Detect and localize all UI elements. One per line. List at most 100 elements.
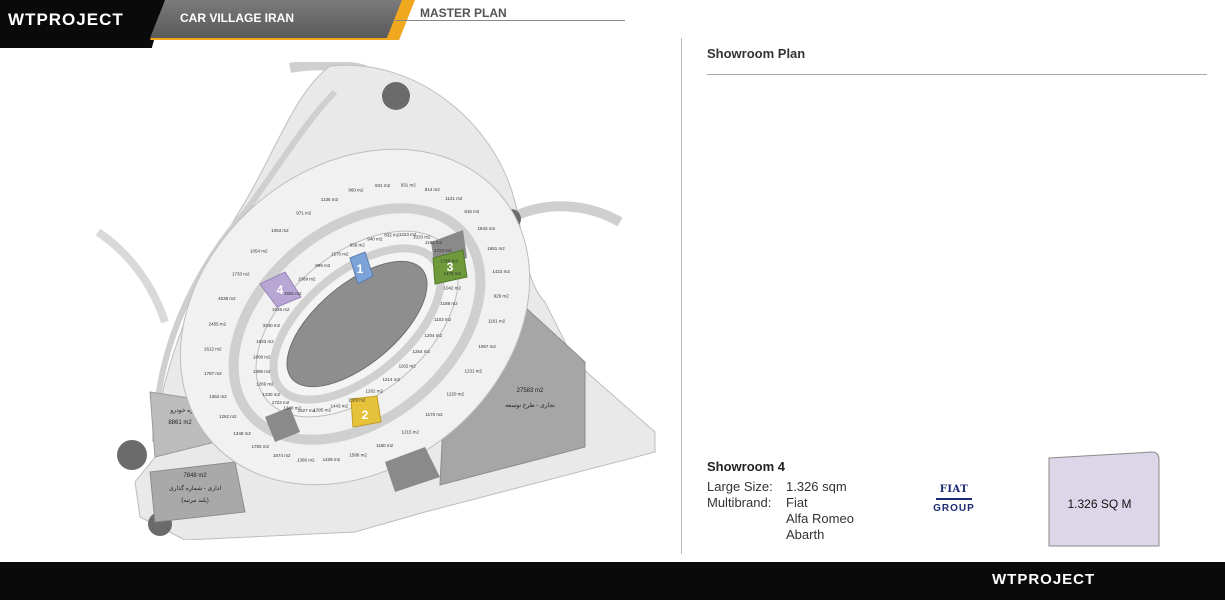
master-plan-svg[interactable]: 27583 m2 تجاری - طرح توسعه موزه خودرو 88…: [95, 60, 665, 541]
master-plan-map[interactable]: 27583 m2 تجاری - طرح توسعه موزه خودرو 88…: [95, 60, 665, 541]
connector-south: [385, 447, 440, 492]
showroom-zone-2[interactable]: [350, 395, 382, 428]
connector-southwest: [265, 407, 300, 442]
footer-brand-prefix: WT: [992, 571, 1018, 588]
brand-value-3: Abarth: [786, 527, 825, 542]
plot-area-label: 1223 m2: [399, 232, 417, 237]
plot-area-label: 1476 m2: [444, 271, 462, 276]
detail-row-brand-3: Abarth: [707, 527, 854, 543]
plot-area-label: 1366 m2: [297, 458, 315, 463]
detail-row-size: Large Size: 1.326 sqm: [707, 479, 854, 495]
road-east: [510, 201, 623, 227]
plot-area-label: 1054 m2: [250, 249, 268, 254]
showroom-zone-4-label: 4: [277, 283, 284, 297]
plot-area-label: 1220 m2: [447, 392, 465, 397]
showroom-plan-title: Showroom Plan: [707, 46, 806, 61]
plot-area-label: 1586 m2: [349, 452, 367, 457]
plot-area-label: 832 m2: [384, 233, 400, 238]
empty-label-3: [707, 527, 786, 543]
plot-area-label: 1214 m2: [383, 377, 401, 382]
project-tab[interactable]: CAR VILLAGE IRAN: [150, 0, 402, 38]
plot-area-label: 2455 m2: [209, 321, 227, 326]
roundabout-north: [382, 82, 410, 110]
plot-area-label: 1162 m2: [399, 364, 417, 369]
size-card-shape: [1048, 451, 1160, 547]
plot-area-label: 899 m2: [315, 263, 331, 268]
plot-area-label: 971 m2: [296, 211, 312, 216]
fiat-group-logo: FIAT GROUP: [928, 484, 980, 520]
plot-area-label: 1787 m2: [204, 371, 222, 376]
section-tab-master-plan[interactable]: MASTER PLAN: [420, 6, 507, 20]
brand-suffix: PROJECT: [36, 10, 124, 29]
showroom-zone-3-label: 3: [447, 260, 454, 274]
plot-area-label: 1423 m2: [492, 269, 510, 274]
size-card-label: 1.326 SQ M: [1067, 497, 1132, 511]
plot-area-label: 1330 m2: [262, 392, 280, 397]
plot-area-label: 1783 m2: [251, 444, 269, 449]
brand-logo-bottom: WTPROJECT: [992, 571, 1095, 588]
plot-area-label: 1570 m2: [331, 252, 349, 257]
showroom-zone-1-label: 1: [357, 262, 364, 276]
plot-area-label: 841 m2: [375, 183, 391, 188]
project-title: CAR VILLAGE IRAN: [180, 11, 294, 25]
plot-area-label: 1204 m2: [424, 333, 442, 338]
plot-area-label: 1103 m2: [434, 317, 452, 322]
showroom-title: Showroom 4: [707, 459, 786, 474]
brand-value-1: Fiat: [786, 495, 808, 510]
showroom-zone-1[interactable]: [349, 251, 374, 285]
office-name-label: اداری - شماره گذاری: [169, 484, 222, 492]
plot-area-label: 1215 m2: [402, 429, 420, 434]
ring-road: [228, 203, 486, 445]
office-area-label: 7848 m2: [183, 473, 207, 479]
multibrand-label: Multibrand:: [707, 495, 772, 510]
plot-area-label: 1262 m2: [219, 414, 237, 419]
plot-area-label: 1808 m2: [253, 355, 271, 360]
footer-brand-suffix: PROJECT: [1017, 571, 1096, 588]
logo-top-text: FIAT: [939, 484, 969, 495]
plot-area-label: 1305 m2: [313, 407, 331, 412]
museum-name-label: موزه خودرو: [169, 408, 199, 414]
commercial-area-label: 27583 m2: [517, 388, 544, 394]
office-parcel[interactable]: [149, 461, 246, 523]
plot-area-label: 959 m2: [350, 243, 366, 248]
section-underline: [395, 20, 625, 21]
empty-label-2: [707, 511, 786, 527]
plot-area-label: 940 m2: [367, 236, 383, 241]
plot-area-label: 1089 m2: [298, 276, 316, 281]
plot-area-label: 814 m2: [425, 187, 441, 192]
plot-area-label: 1121 m2: [445, 196, 463, 201]
plot-area-label: 1395 m2: [253, 369, 271, 374]
plot-area-label: 960 m2: [348, 188, 364, 193]
plot-area-label: 1733 m2: [232, 271, 250, 276]
plot-area-label: 1180 m2: [376, 443, 394, 448]
central-core[interactable]: [266, 239, 448, 410]
plot-area-label: 1188 m2: [440, 301, 458, 306]
plot-area-label: 1348 m2: [284, 405, 302, 410]
brand-name-top: WTPROJECT: [8, 10, 124, 30]
showroom-zone-2-label: 2: [362, 408, 369, 422]
plan-title-rule: [707, 74, 1207, 75]
plot-area-label: 1135 m2: [321, 197, 339, 202]
plot-area-label: 931 m2: [401, 183, 417, 188]
showroom-zone-3[interactable]: [432, 249, 468, 285]
plot-area-label: 929 m2: [494, 293, 510, 298]
showroom-zone-4[interactable]: [259, 271, 302, 308]
footer-bar: WTPROJECT: [0, 562, 1225, 600]
office-sub-label: (بلند مرتبه): [181, 497, 209, 504]
plot-area-label: 1042 m2: [444, 285, 462, 290]
commercial-name-label: تجاری - طرح توسعه: [505, 402, 555, 409]
plot-area-label: 4538 m2: [218, 296, 236, 301]
plot-area-label: 1161 m2: [488, 319, 506, 324]
size-label: Large Size:: [707, 479, 773, 494]
showroom-size-card[interactable]: 1.326 SQ M: [1047, 450, 1160, 547]
plot-area-label: 1033 m2: [413, 235, 431, 240]
detail-row-brand-2: Alfa Romeo: [707, 511, 854, 527]
roundabout-southwest: [117, 440, 147, 470]
plot-area-label: 1329 m2: [348, 397, 366, 402]
header-bar: WTPROJECT CAR VILLAGE IRAN MASTER PLAN: [0, 0, 1225, 48]
plot-area-label: 1348 m2: [233, 431, 251, 436]
detail-row-brand-1: Multibrand: Fiat: [707, 495, 854, 511]
plot-area-label: 1181 m2: [425, 240, 443, 245]
logo-bar: [936, 498, 972, 500]
